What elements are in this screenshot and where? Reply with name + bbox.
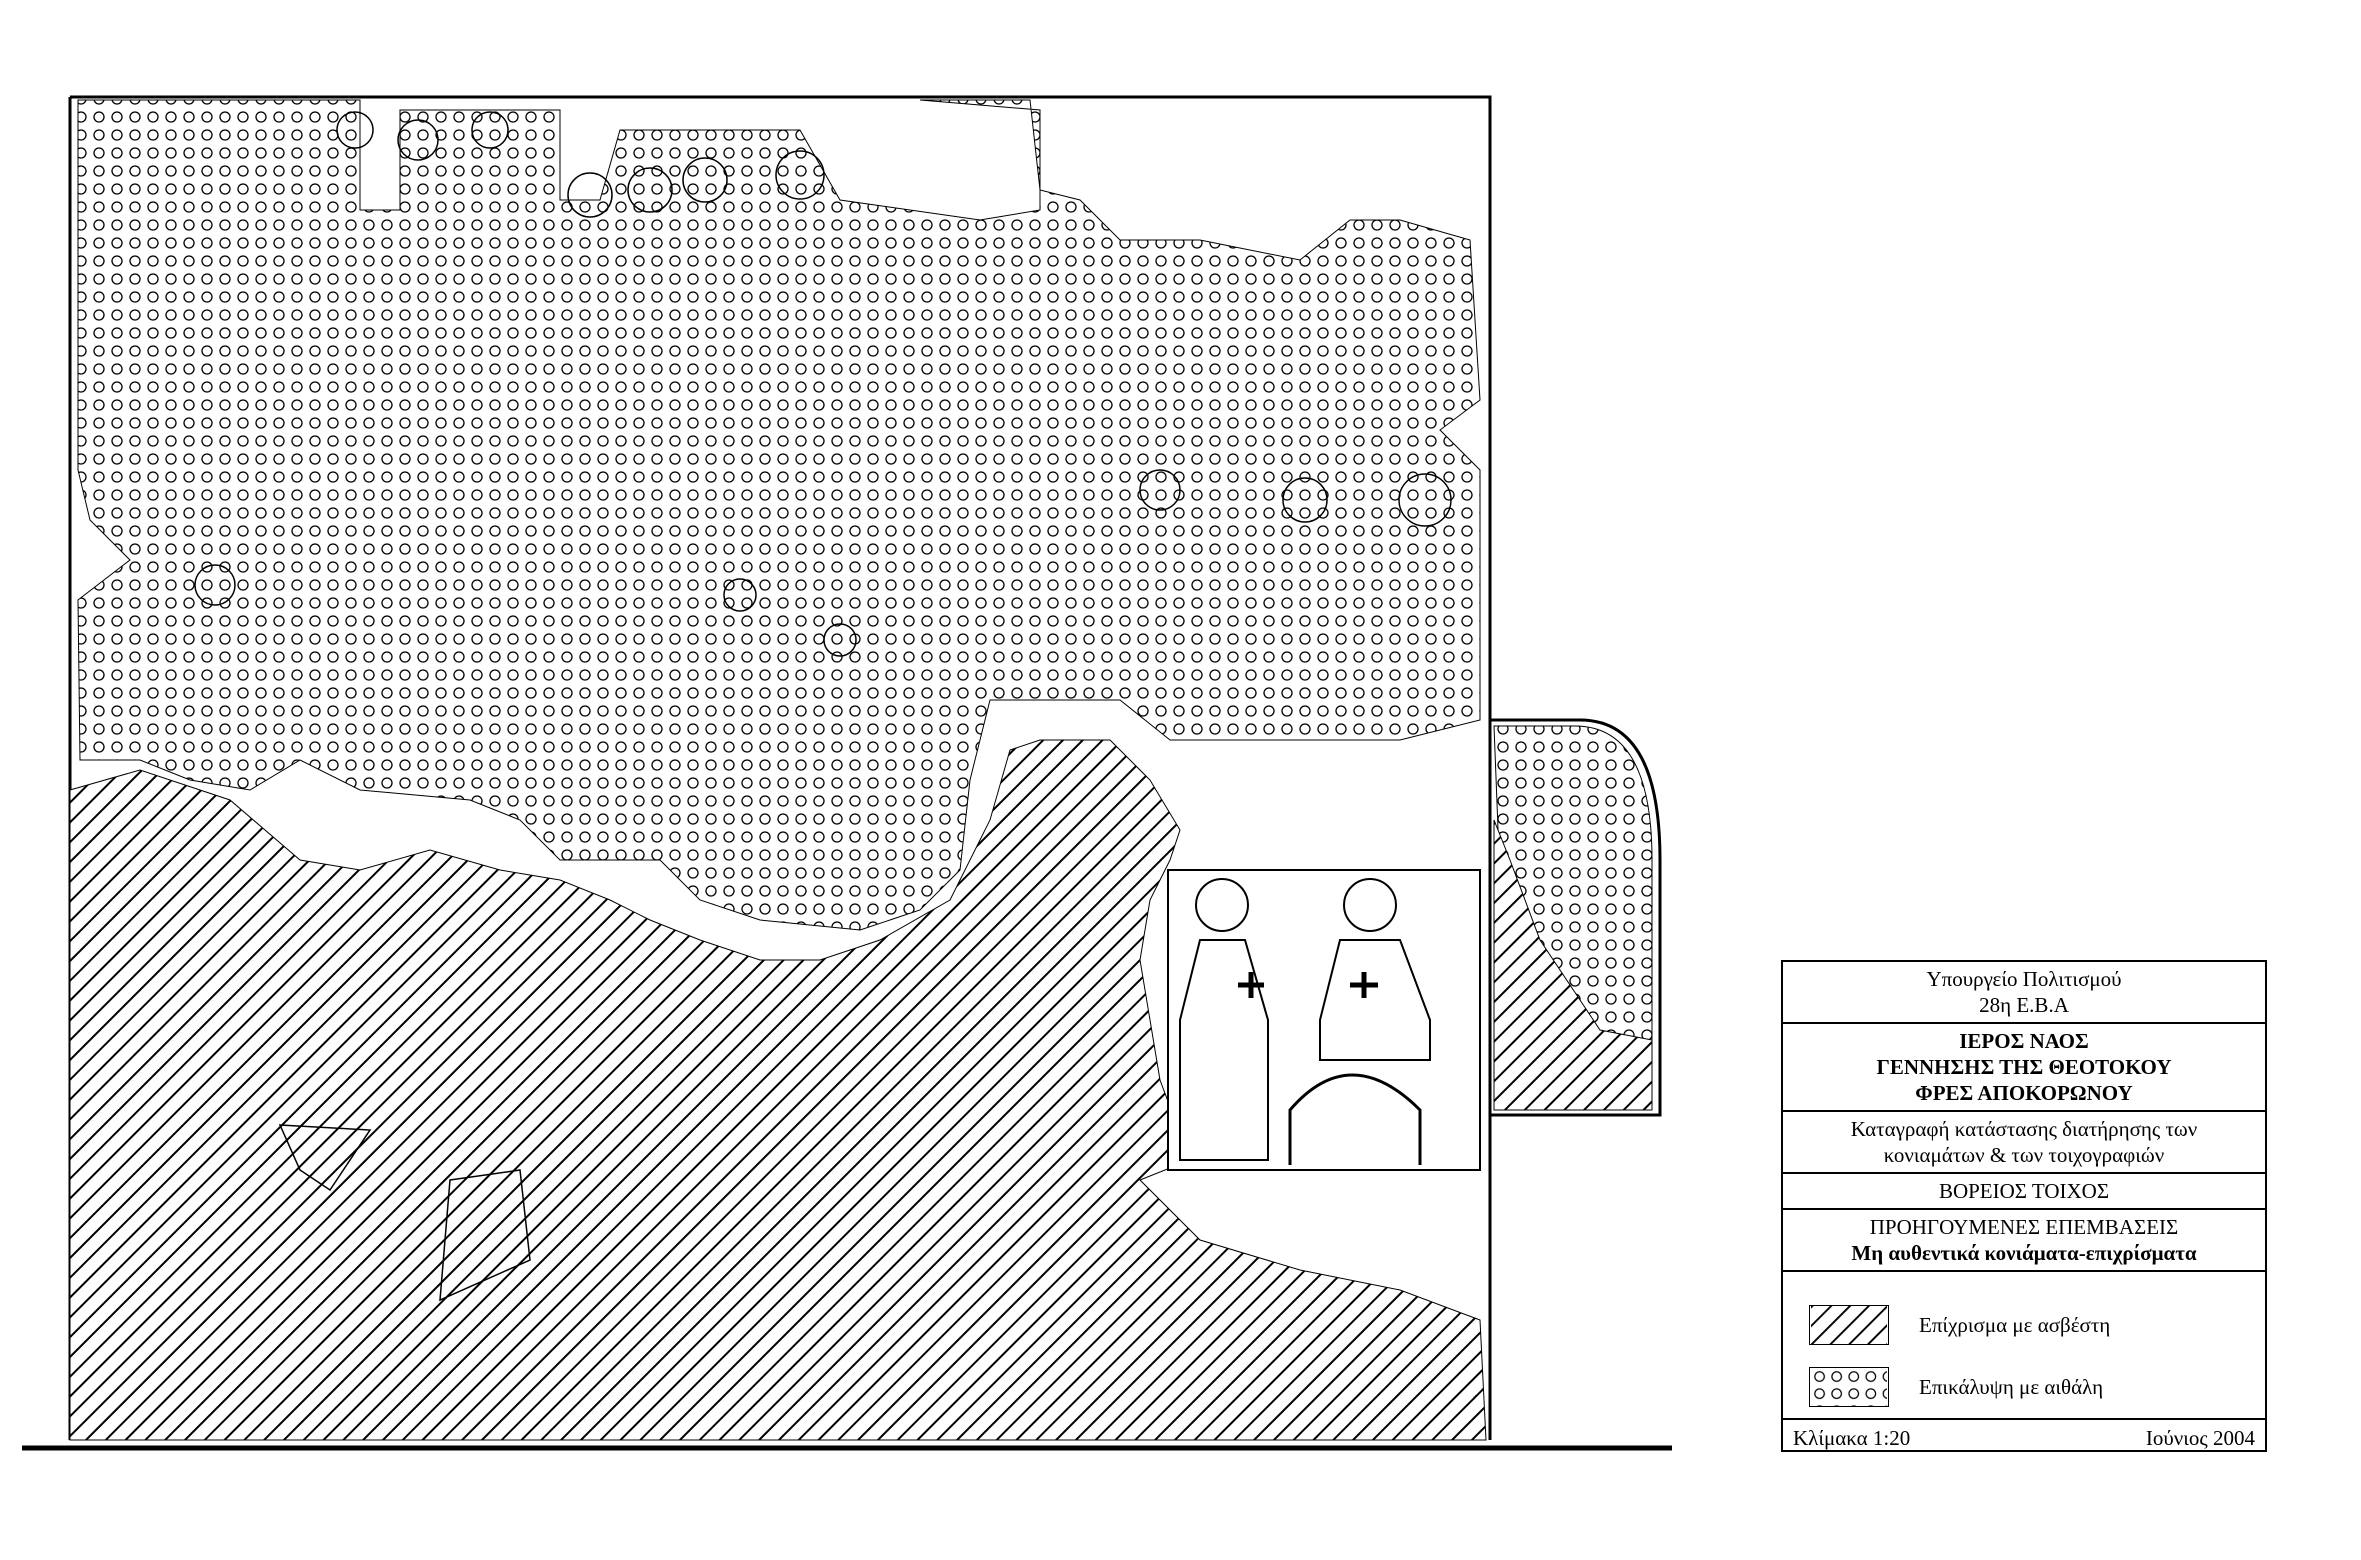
dots-swatch-icon — [1809, 1367, 1889, 1407]
wall-elevation-drawing — [22, 95, 1672, 1451]
church-name: ΙΕΡΟΣ ΝΑΟΣ ΓΕΝΝΗΣΗΣ ΤΗΣ ΘΕΟΤΟΚΟΥ ΦΡΕΣ ΑΠ… — [1783, 1024, 2265, 1112]
survey-line-1: Καταγραφή κατάστασης διατήρησης των — [1850, 1117, 2198, 1141]
subject-line-2: Μη αυθεντικά κονιάματα-επιχρίσματα — [1851, 1241, 2197, 1265]
title-block: Υπουργείο Πολιτισμού 28η Ε.Β.Α ΙΕΡΟΣ ΝΑΟ… — [1781, 960, 2267, 1452]
church-line-1: ΙΕΡΟΣ ΝΑΟΣ — [1959, 1029, 2089, 1053]
date-label: Ιούνιος 2004 — [2145, 1426, 2255, 1450]
subject: ΠΡΟΗΓΟΥΜΕΝΕΣ ΕΠΕΜΒΑΣΕΙΣ Μη αυθεντικά κον… — [1783, 1210, 2265, 1270]
survey-line-2: κονιαμάτων & των τοιχογραφιών — [1883, 1143, 2165, 1167]
fresco-fragments — [194, 111, 1452, 1302]
lime-render-regions — [69, 739, 1653, 1441]
ephorate-label: 28η Ε.Β.Α — [1979, 993, 2069, 1017]
legend: Επίχρισμα με ασβέστη Επικάλυψη με αιθάλη — [1783, 1270, 2265, 1418]
church-line-2: ΓΕΝΝΗΣΗΣ ΤΗΣ ΘΕΟΤΟΚΟΥ — [1876, 1055, 2172, 1079]
subject-line-1: ΠΡΟΗΓΟΥΜΕΝΕΣ ΕΠΕΜΒΑΣΕΙΣ — [1869, 1215, 2179, 1239]
ministry-label: Υπουργείο Πολιτισμού — [1926, 967, 2122, 991]
saints-panel — [1167, 869, 1481, 1171]
saint-figure-left — [1179, 878, 1269, 1161]
wall-name: ΒΟΡΕΙΟΣ ΤΟΙΧΟΣ — [1783, 1174, 2265, 1210]
title-block-footer: Κλίμακα 1:20 Ιούνιος 2004 — [1783, 1418, 2265, 1457]
church-line-3: ΦΡΕΣ ΑΠΟΚΟΡΩΝΟΥ — [1915, 1081, 2133, 1105]
legend-item-soot: Επικάλυψη με αιθάλη — [1809, 1356, 2239, 1418]
arched-door — [1288, 1073, 1422, 1165]
legend-label: Επικάλυψη με αιθάλη — [1919, 1374, 2104, 1399]
scale-label: Κλίμακα 1:20 — [1793, 1426, 1911, 1450]
legend-item-lime-render: Επίχρισμα με ασβέστη — [1809, 1294, 2239, 1356]
saint-figure-right — [1319, 878, 1431, 1061]
survey-description: Καταγραφή κατάστασης διατήρησης των κονι… — [1783, 1112, 2265, 1174]
hatch-swatch-icon — [1809, 1305, 1889, 1345]
soot-coating-regions — [77, 99, 1653, 1041]
title-block-header: Υπουργείο Πολιτισμού 28η Ε.Β.Α — [1783, 962, 2265, 1024]
legend-label: Επίχρισμα με ασβέστη — [1919, 1312, 2111, 1337]
